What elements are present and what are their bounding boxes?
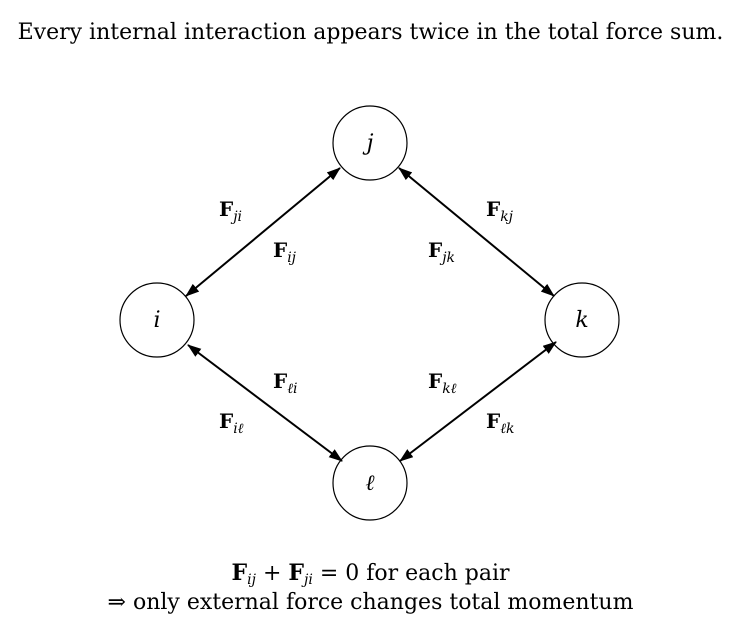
force-label-F-ij: Fij	[273, 238, 297, 266]
equation-plus: +	[262, 561, 282, 586]
equation-term1-sub: ij	[247, 572, 256, 588]
edge-i-l	[187, 344, 343, 462]
node-i: i	[119, 282, 195, 358]
edge-k-l	[399, 341, 557, 462]
force-label-F-kj: Fkj	[486, 197, 514, 225]
equation-rest: = 0 for each pair	[319, 561, 510, 586]
conclusion-text: ⇒ only external force changes total mome…	[107, 590, 634, 615]
node-k: k	[544, 282, 620, 358]
node-j: j	[332, 105, 408, 181]
force-label-F-kl: Fkℓ	[428, 369, 457, 397]
node-k-label: k	[575, 308, 588, 333]
force-label-F-li: Fℓi	[273, 369, 298, 397]
force-label-F-ji: Fji	[219, 197, 242, 225]
equation-term1-symbol: F	[231, 560, 248, 586]
node-l-label: ℓ	[365, 471, 375, 496]
newton-third-law-equation: Fij + Fji = 0 for each pair	[0, 560, 741, 588]
diagram-caption: Every internal interaction appears twice…	[17, 20, 724, 45]
equation-term2-symbol: F	[288, 560, 304, 586]
node-i-label: i	[153, 308, 160, 333]
node-l: ℓ	[332, 445, 408, 521]
force-label-F-il: Fiℓ	[219, 409, 244, 437]
force-label-F-lk: Fℓk	[486, 409, 515, 437]
node-j-label: j	[362, 131, 374, 156]
edge-i-j	[185, 167, 341, 297]
equation-term2-sub: ji	[304, 572, 313, 588]
force-label-F-jk: Fjk	[428, 238, 455, 266]
edge-j-k	[398, 167, 555, 297]
